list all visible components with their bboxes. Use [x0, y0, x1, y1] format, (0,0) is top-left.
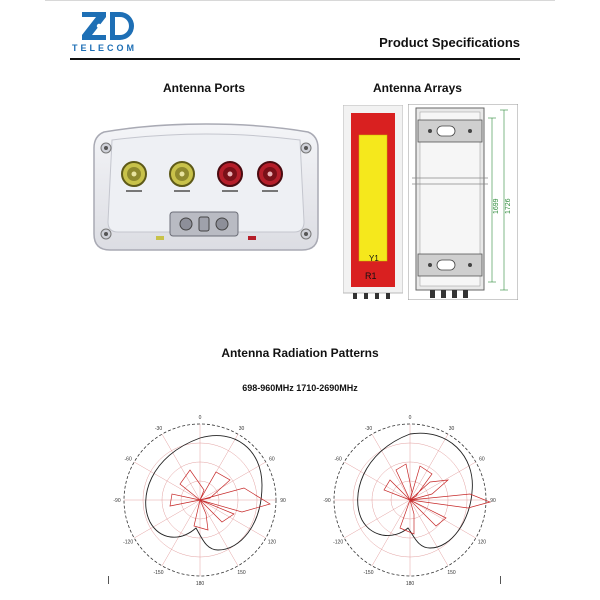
radiation-pattern-low-band: 0 30 60 90 120 150 180 -150 -120 -90 -60 -30 [113, 415, 286, 587]
polar-spoke [134, 499, 201, 539]
radiation-patterns-title: Antenna Radiation Patterns [221, 346, 379, 360]
polar-spoke [409, 461, 476, 501]
polar-spoke [409, 499, 476, 539]
array-y1-label: Y1 [369, 254, 379, 263]
polar-tick-label: -60 [125, 457, 132, 463]
mount-hole-bl [100, 228, 112, 240]
polar-tick-label: -30 [155, 426, 162, 432]
port-connector-1 [121, 161, 147, 187]
polar-tick-label: 150 [237, 570, 246, 576]
mount-hole-tr [300, 142, 312, 154]
port-connector-3 [217, 161, 243, 187]
polar-tick-label: -150 [363, 570, 373, 576]
antenna-array-diagram: Y1 R1 [343, 105, 403, 299]
top-mount-bracket [417, 119, 483, 143]
polar-tick-label: 180 [406, 581, 415, 587]
array-y1-bar [358, 134, 388, 262]
pattern-red-low-band [169, 469, 271, 531]
dimension-inner-label: 1699 [493, 198, 500, 214]
polar-tick-label: -90 [323, 498, 330, 504]
polar-tick-label: -90 [113, 498, 120, 504]
polar-spoke [344, 499, 411, 539]
footer-tick-right [500, 576, 501, 584]
port-connector-4 [257, 161, 283, 187]
polar-tick-label: 60 [269, 457, 275, 463]
antenna-ports-diagram [93, 123, 319, 251]
polar-spoke [199, 461, 266, 501]
polar-spoke [371, 434, 411, 501]
mechanical-connectors [430, 290, 468, 298]
polar-spoke [134, 461, 201, 501]
dimension-outer-label: 1726 [505, 198, 512, 214]
antenna-arrays-title: Antenna Arrays [373, 81, 462, 95]
polar-tick-label: 60 [479, 457, 485, 463]
polar-tick-label: 90 [280, 498, 286, 504]
company-logo [82, 12, 134, 40]
polar-spoke [409, 499, 449, 566]
pattern-black-high-band [357, 432, 473, 549]
polar-tick-label: -150 [153, 570, 163, 576]
bottom-mount-bracket [417, 253, 483, 277]
polar-tick-label: 0 [409, 415, 412, 421]
polar-spoke [344, 461, 411, 501]
antenna-ports-title: Antenna Ports [163, 81, 246, 95]
footer-tick-left [108, 576, 109, 584]
polar-tick-label: 150 [447, 570, 456, 576]
polar-tick-label: 90 [490, 498, 496, 504]
port-connector-2 [169, 161, 195, 187]
polar-tick-label: 30 [239, 426, 245, 432]
polar-spoke [199, 499, 239, 566]
aisg-connector-block [169, 211, 239, 237]
array-r1-label: R1 [365, 271, 377, 281]
top-border [45, 0, 555, 1]
polar-tick-label: -120 [123, 540, 133, 546]
polar-tick-label: -30 [365, 426, 372, 432]
polar-spoke [409, 434, 449, 501]
polar-tick-label: -120 [333, 540, 343, 546]
brand-name: TELECOM [72, 43, 137, 53]
radiation-pattern-high-band: 0 30 60 90 120 150 180 -150 -120 -90 -60 -30 [323, 415, 496, 587]
array-connectors [353, 293, 390, 299]
polar-spoke [371, 499, 411, 566]
page-title: Product Specifications [379, 35, 520, 50]
yellow-indicator [156, 236, 164, 240]
polar-tick-label: 120 [268, 540, 277, 546]
pattern-black-low-band [145, 435, 263, 551]
polar-tick-label: -60 [335, 457, 342, 463]
red-indicator [248, 236, 256, 240]
polar-spoke [161, 499, 201, 566]
polar-tick-label: 180 [196, 581, 205, 587]
polar-spoke [199, 499, 266, 539]
polar-tick-label: 120 [478, 540, 487, 546]
mount-hole-br [300, 228, 312, 240]
polar-tick-label: 0 [199, 415, 202, 421]
header-rule [70, 58, 520, 60]
polar-tick-label: 30 [449, 426, 455, 432]
polar-spoke [161, 434, 201, 501]
frequency-bands-label: 698-960MHz 1710-2690MHz [242, 383, 358, 393]
mount-hole-tl [100, 142, 112, 154]
pattern-red-high-band [383, 463, 492, 535]
antenna-mechanical-drawing: 1699 1726 [408, 104, 518, 300]
